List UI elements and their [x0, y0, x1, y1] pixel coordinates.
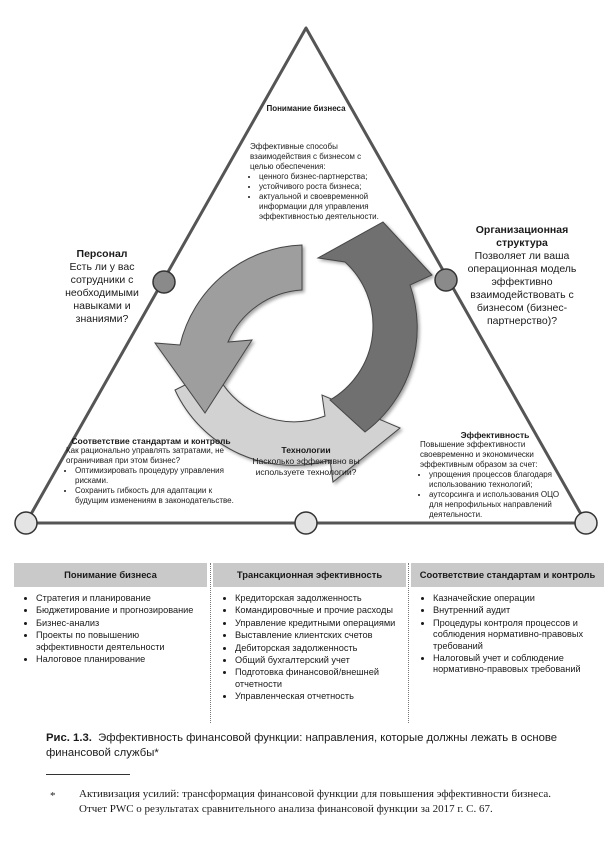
column-header: Трансакционная эфективность	[213, 563, 406, 587]
finance-function-diagram	[14, 26, 598, 535]
bottom-right-node-text: Эффективность Повышение эффективности св…	[420, 430, 570, 520]
node-left	[152, 270, 176, 294]
column-item: Кредиторская задолженность	[235, 593, 406, 604]
column-item: Управление кредитными операциями	[235, 618, 406, 629]
caption-text: Эффективность финансовой функции: направ…	[46, 732, 558, 759]
column-item: Процедуры контроля процессов и соблюдени…	[433, 618, 604, 652]
bottom-left-node-item: Оптимизировать процедуру управления риск…	[75, 466, 236, 486]
column-item: Налоговый учет и соблюдение нормативно-п…	[433, 653, 604, 676]
top-node-intro: Эффективные способы взаимодействия с биз…	[250, 142, 362, 171]
column-item: Управленческая отчетность	[235, 691, 406, 702]
left-node-text: Персонал Есть ли у вас сотрудники с необ…	[60, 248, 144, 326]
bottom-right-node-item: упрощения процессов благодаря использова…	[429, 470, 570, 490]
figure-caption: Рис. 1.3. Эффективность финансовой функц…	[46, 731, 566, 761]
bottom-left-node-item: Сохранить гибкость для адаптации к будущ…	[75, 486, 236, 506]
cycle-arrows	[153, 221, 433, 483]
top-node-body: Эффективные способы взаимодействия с биз…	[250, 142, 380, 222]
left-node-question: Есть ли у вас сотрудники с необходимыми …	[65, 261, 139, 325]
right-node-title: Организационная структура	[475, 224, 569, 249]
column-item: Бизнес-анализ	[36, 618, 207, 629]
left-node-title: Персонал	[76, 248, 128, 260]
column-item: Командировочные и прочие расходы	[235, 605, 406, 616]
footnote-mark: *	[50, 790, 56, 802]
column-header: Понимание бизнеса	[14, 563, 207, 587]
column-item: Налоговое планирование	[36, 654, 207, 665]
column-compliance-control: Соответствие стандартам и контроль Казна…	[411, 563, 604, 723]
bottom-right-node-item: аутсорсинга и использования ОЦО для непр…	[429, 490, 570, 520]
footnote-text: Активизация усилий: трансформация финанс…	[79, 788, 552, 815]
column-item: Казначейские операции	[433, 593, 604, 604]
center-node-question: Насколько эффективно вы используете техн…	[252, 456, 360, 477]
bottom-right-node-intro: Повышение эффективности своевременно и э…	[420, 440, 538, 469]
caption-label: Рис. 1.3.	[46, 732, 92, 744]
arrow-mid	[153, 244, 303, 414]
right-node-question: Позволяет ли ваша операционная модель эф…	[467, 250, 577, 327]
bottom-left-node-text: Соответствие стандартам и контроль Как р…	[66, 436, 236, 506]
bottom-left-node-title: Соответствие стандартам и контроль	[71, 436, 231, 446]
column-divider	[210, 563, 211, 723]
column-item: Дебиторская задолженность	[235, 643, 406, 654]
bottom-left-node-intro: Как рационально управлять затратами, не …	[66, 446, 225, 465]
column-item: Общий бухгалтерский учет	[235, 655, 406, 666]
column-item: Внутренний аудит	[433, 605, 604, 616]
right-node-text: Организационная структура Позволяет ли в…	[466, 224, 578, 328]
top-node-item: ценного бизнес-партнерства;	[259, 172, 380, 182]
center-node-title: Технологии	[281, 445, 331, 455]
footnote-rule	[46, 774, 130, 775]
column-item: Стратегия и планирование	[36, 593, 207, 604]
node-bottom-right	[574, 511, 598, 535]
node-bottom-left	[14, 511, 38, 535]
top-node-title: Понимание бизнеса	[266, 104, 346, 113]
arrow-dark	[316, 221, 433, 433]
column-business-understanding: Понимание бизнеса Стратегия и планирован…	[14, 563, 207, 723]
column-item: Подготовка финансовой/внешней отчетности	[235, 667, 406, 690]
node-bottom-mid	[294, 511, 318, 535]
column-transaction-efficiency: Трансакционная эфективность Кредиторская…	[213, 563, 406, 723]
top-node-item: устойчивого роста бизнеса;	[259, 182, 380, 192]
column-divider	[408, 563, 409, 723]
column-item: Выставление клиентских счетов	[235, 630, 406, 641]
node-right	[434, 268, 458, 292]
top-node-item: актуальной и своевременной информации дл…	[259, 192, 380, 222]
column-item: Проекты по повышению эффективности деяте…	[36, 630, 207, 653]
center-node-text: Технологии Насколько эффективно вы испол…	[246, 445, 366, 478]
column-item: Бюджетирование и прогнозирование	[36, 605, 207, 616]
arrow-light	[174, 369, 401, 483]
column-header: Соответствие стандартам и контроль	[411, 563, 604, 587]
bottom-right-node-title: Эффективность	[460, 430, 530, 440]
